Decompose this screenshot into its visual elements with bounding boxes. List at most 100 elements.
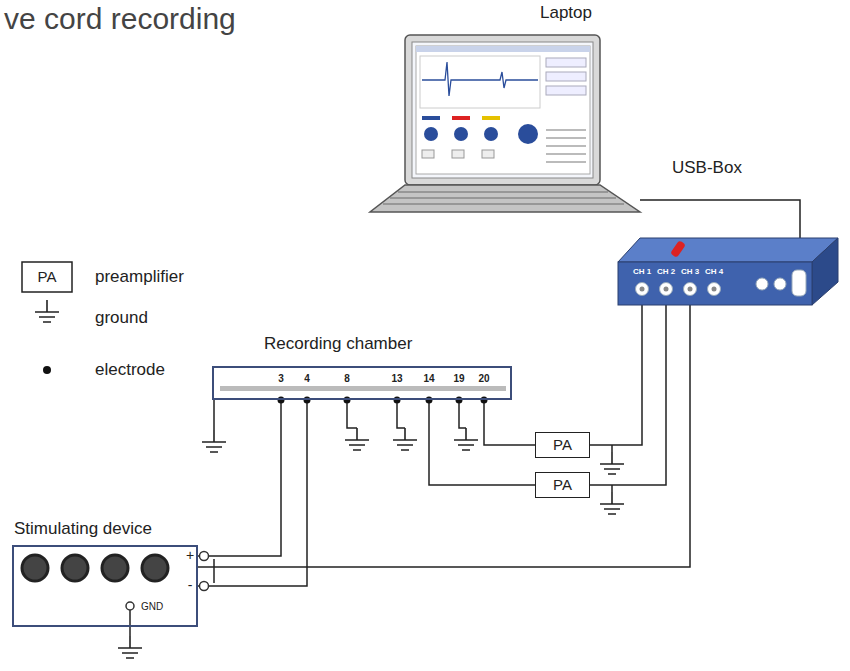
usb-box-illustration-part [684, 283, 697, 296]
stimulator-illustration-part [62, 555, 88, 581]
usb-box-illustration-part [640, 287, 645, 292]
recording-chamber: Recording chamber [212, 366, 512, 400]
usb-box-illustration-part [618, 262, 812, 305]
recording-chamber-illustration-part [304, 397, 311, 404]
electrode-number: 13 [391, 373, 402, 384]
preamplifier-box: PA [535, 432, 590, 458]
wire [590, 305, 666, 485]
stimulator-illustration-part [126, 602, 134, 610]
wire [640, 200, 800, 238]
ground-wires-part [118, 636, 142, 658]
stimulator-illustration-part [13, 546, 197, 626]
ground-terminal-label: GND [141, 601, 163, 612]
laptop-illustration-part [546, 72, 586, 81]
usb-box-illustration [618, 238, 838, 305]
usb-box-illustration-part [664, 287, 669, 292]
node-heading: Stimulating device [14, 519, 152, 539]
stimulator-illustration-part [200, 552, 209, 561]
recording-chamber-illustration-part [220, 386, 506, 391]
recording-chamber-illustration-part [344, 397, 351, 404]
usb-box-illustration-part [636, 283, 649, 296]
laptop-illustration-part [518, 124, 538, 144]
legend-text: electrode [95, 360, 165, 380]
usb-box-illustration-part [812, 238, 838, 305]
legend-text: preamplifier [95, 267, 184, 287]
stimulator-illustration-part [200, 582, 209, 591]
recording-chamber-illustration-part [394, 397, 401, 404]
terminal-sign: + [186, 548, 194, 563]
laptop: Laptop [370, 35, 640, 215]
ground-wires-part [130, 400, 612, 636]
usb-box-illustration-part [688, 287, 693, 292]
electrode-number: 4 [304, 373, 310, 384]
laptop-illustration-part [405, 35, 600, 185]
wire [198, 400, 281, 556]
ground-wires-part [393, 428, 417, 450]
channel-label: CH 3 [681, 268, 699, 277]
laptop-illustration-part [422, 116, 440, 120]
laptop-illustration-part [546, 86, 586, 95]
ground-wires-part [454, 428, 478, 450]
legend-text: ground [95, 308, 148, 328]
wire [429, 400, 535, 485]
electrode-number: 3 [278, 373, 284, 384]
ground-wires-part [202, 430, 226, 452]
usb-box-illustration-part [774, 278, 786, 290]
recording-chamber-illustration-part [481, 397, 488, 404]
laptop-illustration-part [484, 127, 498, 141]
laptop-illustration-part [546, 130, 586, 162]
page-title: ve cord recording [4, 2, 236, 36]
wire [484, 400, 535, 445]
channel-label: CH 2 [657, 268, 675, 277]
stimulator-illustration [13, 546, 214, 626]
recording-chamber-illustration-part [278, 397, 285, 404]
laptop-illustration-part [422, 62, 538, 96]
laptop-illustration-part [416, 46, 590, 174]
stimulator-illustration-part [213, 559, 215, 583]
electrode-number: 14 [423, 373, 434, 384]
wire [198, 305, 690, 567]
legend-samples-part [22, 262, 72, 292]
laptop-illustration-part [546, 58, 586, 67]
usb-box-illustration-part [708, 283, 721, 296]
box-label: PA [553, 476, 572, 493]
recording-chamber-illustration-part [456, 397, 463, 404]
electrode-number: 19 [453, 373, 464, 384]
stimulator-illustration-part [102, 555, 128, 581]
legend-samples-part [35, 300, 59, 322]
usb-box-illustration-part [712, 287, 717, 292]
node-heading: USB-Box [672, 158, 742, 178]
laptop-illustration-part [420, 56, 540, 108]
usb-box-illustration-part [660, 283, 673, 296]
laptop-illustration-part [482, 116, 500, 120]
ground-wires-part [600, 492, 624, 514]
stimulator-illustration-part [142, 555, 168, 581]
laptop-illustration-part [452, 150, 464, 158]
electrode-number: 20 [478, 373, 489, 384]
legend-samples [22, 262, 72, 374]
laptop-illustration-part [383, 192, 624, 204]
channel-label: CH 4 [705, 268, 723, 277]
ground-wires [118, 400, 624, 658]
laptop-illustration [370, 35, 640, 212]
laptop-illustration-part [416, 46, 590, 52]
legend-sample-label: PA [38, 269, 57, 286]
laptop-illustration-part [422, 150, 434, 158]
legend-samples-part [43, 366, 51, 374]
laptop-illustration-part [482, 150, 494, 158]
wire [590, 305, 642, 445]
recording-chamber-illustration-part [213, 367, 511, 399]
terminal-sign: - [188, 578, 193, 593]
stimulator-illustration-part [22, 555, 48, 581]
recording-chamber-illustration [213, 367, 511, 404]
electrode-number: 8 [344, 373, 350, 384]
preamplifier-box: PA [535, 472, 590, 498]
box-label: PA [553, 436, 572, 453]
node-heading: Laptop [540, 3, 592, 23]
laptop-illustration-part [370, 185, 640, 212]
stimulating-device: Stimulating device [12, 545, 198, 627]
ground-wires-part [345, 428, 369, 450]
laptop-illustration-part [452, 116, 470, 120]
